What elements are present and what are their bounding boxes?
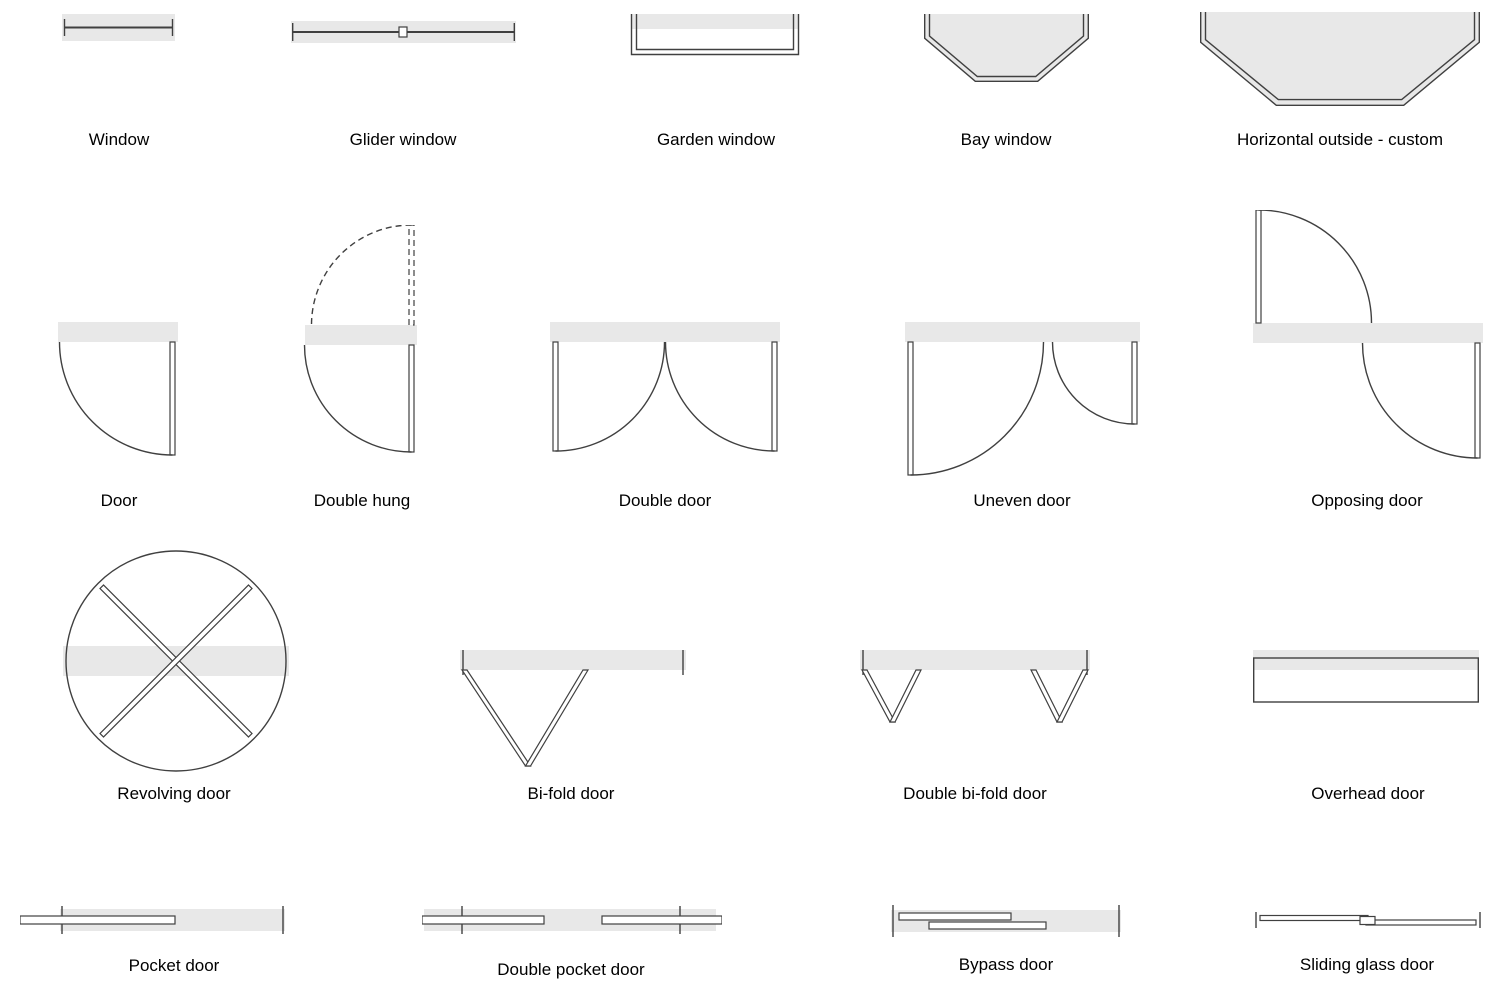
pocket-door-label: Pocket door xyxy=(128,956,220,975)
glider-window-label: Glider window xyxy=(349,130,457,149)
revolving-door-label: Revolving door xyxy=(117,784,231,803)
double-door-label: Double door xyxy=(618,491,712,510)
glider-window-icon xyxy=(291,21,516,43)
bi-fold-door-label: Bi-fold door xyxy=(527,784,615,803)
bi-fold-door-icon xyxy=(460,650,686,772)
garden-window-icon xyxy=(630,14,800,56)
double-hung-label: Double hung xyxy=(313,491,411,510)
window-label: Window xyxy=(88,130,150,149)
overhead-door-label: Overhead door xyxy=(1311,784,1425,803)
revolving-door-icon xyxy=(63,548,289,774)
door-label: Door xyxy=(100,491,138,510)
bay-window-label: Bay window xyxy=(960,130,1052,149)
sliding-glass-door-label: Sliding glass door xyxy=(1299,955,1435,974)
horizontal-outside-custom-icon xyxy=(1199,12,1480,120)
bypass-door-icon xyxy=(891,905,1121,937)
pocket-door-icon xyxy=(19,906,288,934)
opposing-door-label: Opposing door xyxy=(1311,491,1423,510)
double-pocket-door-label: Double pocket door xyxy=(497,960,645,979)
double-bi-fold-door-label: Double bi-fold door xyxy=(903,784,1047,803)
uneven-door-label: Uneven door xyxy=(973,491,1071,510)
horizontal-outside-custom-label: Horizontal outside - custom xyxy=(1237,130,1443,149)
sliding-glass-door-icon xyxy=(1255,910,1481,930)
overhead-door-icon xyxy=(1252,650,1480,704)
opposing-door-icon xyxy=(1253,209,1483,460)
double-pocket-door-icon xyxy=(421,906,723,934)
double-hung-icon xyxy=(302,224,420,458)
double-bi-fold-door-icon xyxy=(860,650,1090,772)
bypass-door-label: Bypass door xyxy=(958,955,1054,974)
uneven-door-icon xyxy=(905,322,1140,479)
window-icon xyxy=(62,13,177,43)
door-icon xyxy=(58,322,180,458)
bay-window-icon xyxy=(923,14,1090,96)
garden-window-label: Garden window xyxy=(656,130,776,149)
double-door-icon xyxy=(550,322,780,455)
